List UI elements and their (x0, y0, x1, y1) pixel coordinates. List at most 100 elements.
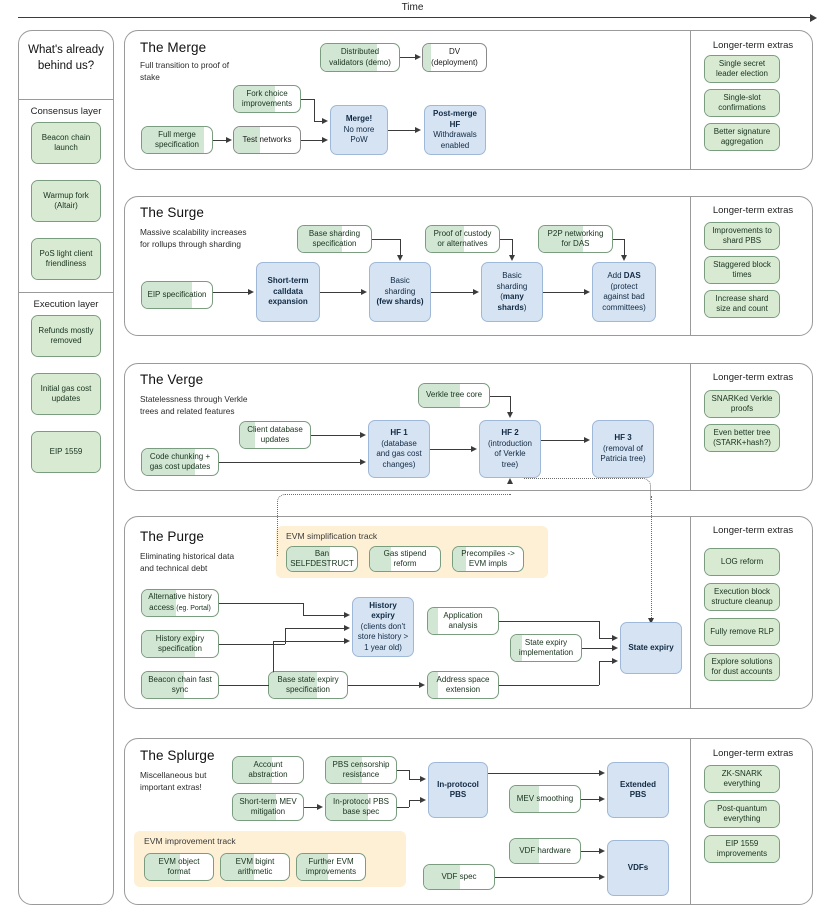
arrow-right-icon (612, 657, 618, 664)
extra-post-quantum-everything[interactable]: Post-quantum everything (704, 800, 780, 828)
node-in-protocol-pbs-base-spec[interactable]: In-protocol PBS base spec (325, 793, 397, 821)
edge-basespec-a (372, 239, 400, 240)
node-further-evm-improvements[interactable]: Further EVM improvements (296, 853, 366, 881)
node-proof-of-custody[interactable]: Proof of custody or alternatives (425, 225, 500, 253)
node-short-term-mev-mitigation[interactable]: Short-term MEV mitigation (232, 793, 304, 821)
edge-althist-a (219, 603, 303, 604)
node-vdf-spec[interactable]: VDF spec (423, 864, 495, 890)
extra-log-reform[interactable]: LOG reform (704, 548, 780, 576)
edge-inpbs-extpbs (488, 773, 600, 774)
node-evm-bigint-arithmetic[interactable]: EVM bigint arithmetic (220, 853, 290, 881)
node-client-database-updates[interactable]: Client database updates (239, 421, 311, 449)
purge-extras-heading: Longer-term extras (712, 525, 794, 536)
arrow-right-icon (584, 288, 590, 295)
arrow-right-icon (810, 13, 817, 22)
edge-althist-b (303, 603, 304, 615)
sidebar-title: What's already behind us? (28, 44, 104, 72)
arrow-right-icon (599, 873, 605, 880)
arrow-right-icon (420, 796, 426, 803)
edge-basestate-addrspace (348, 685, 420, 686)
node-test-networks[interactable]: Test networks (233, 126, 301, 154)
extra-single-slot-confirmations[interactable]: Single-slot confirmations (704, 89, 780, 117)
sidebar-item-initial-gas-cost[interactable]: Initial gas cost updates (31, 373, 101, 415)
edge-histspec-a (219, 644, 285, 645)
arrow-right-icon (317, 803, 323, 810)
sidebar-item-pos-light-client[interactable]: PoS light client friendliness (31, 238, 101, 280)
node-precompiles-evm-impls[interactable]: Precompiles -> EVM impls (452, 546, 524, 572)
node-fork-choice-improvements[interactable]: Fork choice improvements (233, 85, 301, 113)
merge-title: The Merge (140, 40, 207, 55)
arrow-right-icon (322, 136, 328, 143)
edge-vdfspec-vdfs (495, 877, 600, 878)
arrow-down-icon (620, 255, 627, 261)
edge-merge-postmerge (388, 130, 416, 131)
extra-improvements-to-shard-pbs[interactable]: Improvements to shard PBS (704, 222, 780, 250)
node-vdfs[interactable]: VDFs (607, 840, 669, 896)
node-dv-deployment[interactable]: DV (deployment) (422, 43, 487, 72)
node-state-expiry[interactable]: State expiry (620, 622, 682, 674)
extra-better-signature-aggregation[interactable]: Better signature aggregation (704, 123, 780, 151)
sidebar-item-beacon-chain-launch[interactable]: Beacon chain launch (31, 122, 101, 164)
extra-eip-1559-improvements[interactable]: EIP 1559 improvements (704, 835, 780, 863)
node-verkle-tree-core[interactable]: Verkle tree core (418, 383, 490, 408)
edge-beacon-c (273, 641, 345, 642)
extra-fully-remove-rlp[interactable]: Fully remove RLP (704, 618, 780, 646)
dotted-edge-stateexpiry-down (651, 496, 652, 618)
edge-fullspec-testnets (213, 140, 227, 141)
arrow-right-icon (415, 126, 421, 133)
edge-pbscens-a (397, 770, 409, 771)
extra-explore-solutions-dust-accounts[interactable]: Explore solutions for dust accounts (704, 653, 780, 681)
node-pbs-censorship-resistance[interactable]: PBS censorship resistance (325, 756, 397, 784)
extra-single-secret-leader-election[interactable]: Single secret leader election (704, 55, 780, 83)
node-base-state-expiry-specification[interactable]: Base state expiry specification (268, 671, 348, 699)
node-eip-specification[interactable]: EIP specification (141, 281, 213, 309)
node-history-expiry-specification[interactable]: History expiry specification (141, 630, 219, 658)
sidebar-item-eip-1559[interactable]: EIP 1559 (31, 431, 101, 473)
node-account-abstraction[interactable]: Account abstraction (232, 756, 304, 784)
extra-staggered-block-times[interactable]: Staggered block times (704, 256, 780, 284)
edge-vdfhw-vdfs (581, 851, 600, 852)
node-code-chunking-gas-cost[interactable]: Code chunking + gas cost updates (141, 448, 219, 476)
extra-increase-shard-size-and-count[interactable]: Increase shard size and count (704, 290, 780, 318)
edge-mevmit-pbsbase (304, 807, 317, 808)
edge-hf1-hf2 (430, 449, 472, 450)
node-gas-stipend-reform[interactable]: Gas stipend reform (369, 546, 441, 572)
sidebar-item-refunds-removed[interactable]: Refunds mostly removed (31, 315, 101, 357)
edge-forkchoice-c (314, 121, 323, 122)
extra-even-better-tree[interactable]: Even better tree (STARK+hash?) (704, 424, 780, 452)
node-base-sharding-specification[interactable]: Base sharding specification (297, 225, 372, 253)
node-ban-selfdestruct[interactable]: Ban SELFDESTRUCT (286, 546, 358, 572)
node-address-space-extension[interactable]: Address space extension (427, 671, 499, 699)
node-full-merge-specification[interactable]: Full merge specification (141, 126, 213, 154)
extra-zk-snark-everything[interactable]: ZK-SNARK everything (704, 765, 780, 793)
node-p2p-networking-for-das[interactable]: P2P networking for DAS (538, 225, 613, 253)
node-mev-smoothing[interactable]: MEV smoothing (509, 785, 581, 813)
node-evm-object-format[interactable]: EVM object format (144, 853, 214, 881)
node-state-expiry-implementation[interactable]: State expiry implementation (510, 634, 582, 662)
node-beacon-chain-fast-sync[interactable]: Beacon chain fast sync (141, 671, 219, 699)
sidebar-divider-1 (18, 99, 114, 100)
node-distributed-validators-demo[interactable]: Distributed validators (demo) (320, 43, 400, 72)
arrow-right-icon (344, 637, 350, 644)
node-application-analysis[interactable]: Application analysis (427, 607, 499, 635)
sidebar-item-warmup-fork[interactable]: Warmup fork (Altair) (31, 180, 101, 222)
node-vdf-hardware[interactable]: VDF hardware (509, 838, 581, 864)
edge-forkchoice-b (314, 99, 315, 121)
purge-extras-divider (690, 517, 691, 708)
extra-snarked-verkle-proofs[interactable]: SNARKed Verkle proofs (704, 390, 780, 418)
extra-execution-block-structure-cleanup[interactable]: Execution block structure cleanup (704, 583, 780, 611)
arrow-right-icon (322, 117, 328, 124)
